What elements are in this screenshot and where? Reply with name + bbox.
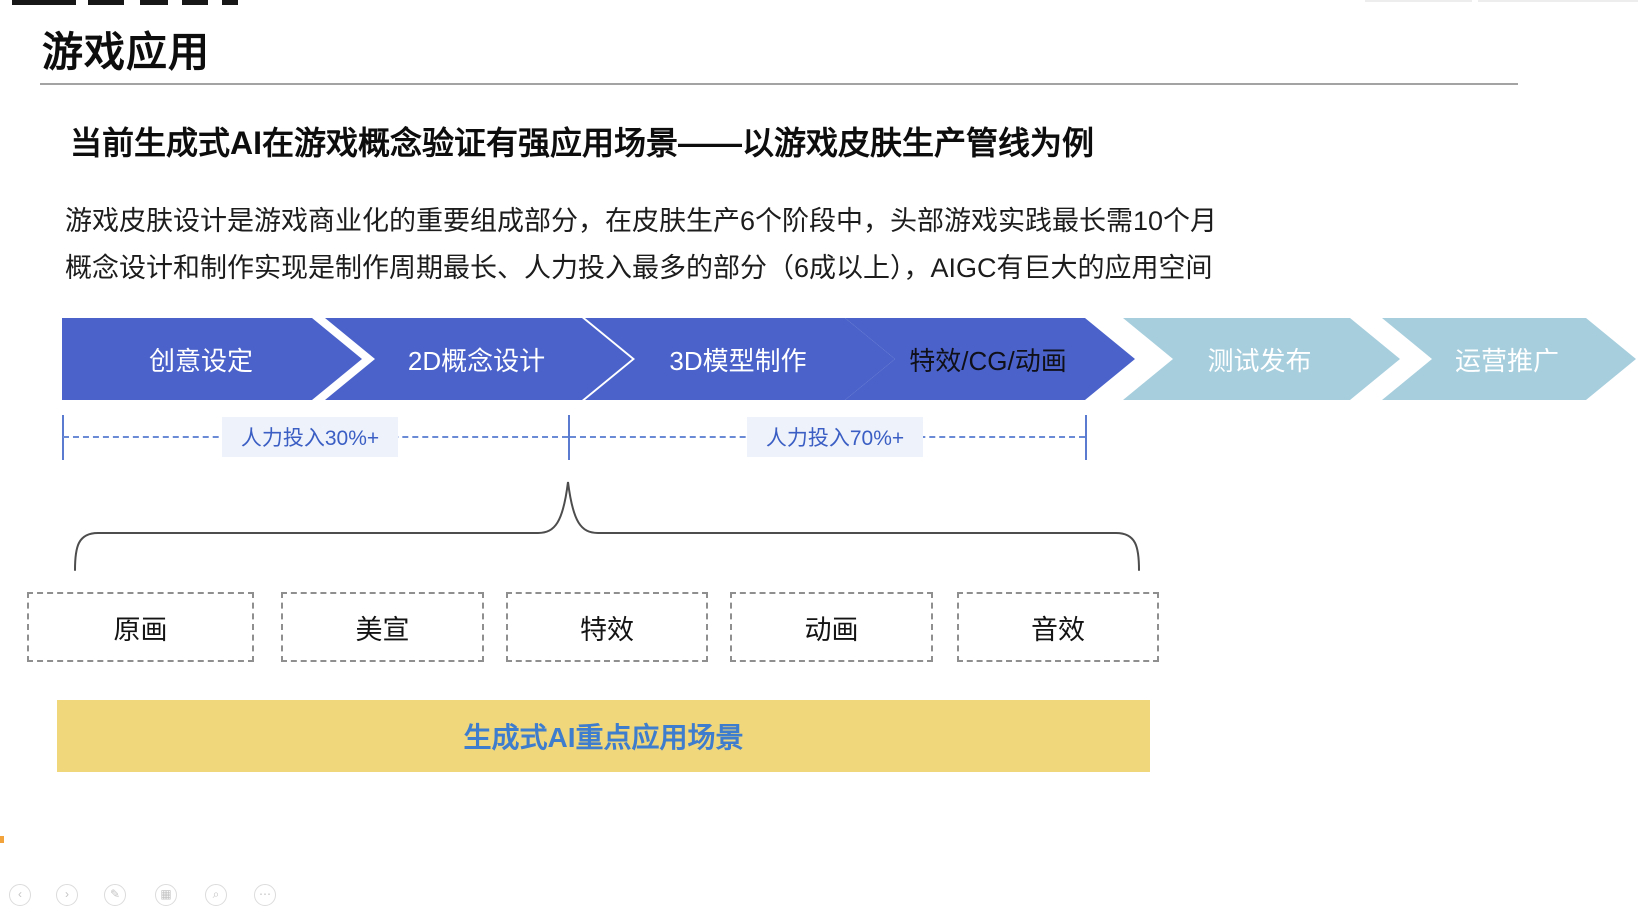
pipeline-stage-test-release: 测试发布: [1123, 318, 1400, 400]
asset-label: 音效: [1031, 614, 1085, 645]
asset-box-marketing-art: 美宣: [281, 592, 484, 662]
stage-label: 2D概念设计: [407, 345, 546, 376]
pipeline-stage-3d-modeling: 3D模型制作: [585, 318, 895, 400]
asset-box-vfx: 特效: [506, 592, 708, 662]
effort-label-70: 人力投入70%+: [747, 417, 923, 457]
stage-label: 3D模型制作: [669, 345, 807, 376]
asset-label: 美宣: [355, 614, 410, 645]
asset-label: 原画: [113, 614, 168, 645]
top-cropped-artifact: [140, 0, 168, 5]
pipeline-stage-creative-setting: 创意设定: [62, 318, 362, 400]
effort-tick-middle: [568, 415, 570, 460]
thumbnails-button[interactable]: ▦: [155, 884, 177, 906]
page-title: 游戏应用: [42, 29, 210, 75]
stage-label: 特效/CG/动画: [909, 345, 1067, 376]
chevron-right-icon: ›: [65, 887, 69, 901]
zoom-button[interactable]: ⌕: [205, 884, 227, 906]
effort-label-30: 人力投入30%+: [222, 417, 398, 457]
highlight-banner: 生成式AI重点应用场景: [57, 700, 1150, 772]
pipeline-stage-2d-concept: 2D概念设计: [325, 318, 632, 400]
annotate-button[interactable]: ✎: [104, 884, 126, 906]
more-options-button[interactable]: ⋯: [254, 884, 276, 906]
top-cropped-artifact: [12, 0, 76, 5]
grid-icon: ▦: [160, 887, 172, 901]
previous-page-button[interactable]: ‹: [9, 884, 31, 906]
ellipsis-icon: ⋯: [259, 887, 271, 901]
asset-box-sound: 音效: [957, 592, 1159, 662]
highlight-banner-label: 生成式AI重点应用场景: [463, 722, 744, 753]
asset-box-concept-art: 原画: [27, 592, 254, 662]
stage-label: 创意设定: [148, 345, 253, 376]
top-cropped-artifact: [88, 0, 124, 5]
asset-label: 动画: [804, 614, 859, 645]
asset-label: 特效: [580, 614, 634, 645]
pipeline-stage-operation-promo: 运营推广: [1382, 318, 1636, 400]
stage-label: 测试发布: [1207, 345, 1312, 376]
chevron-left-icon: ‹: [18, 887, 22, 901]
top-faint-line: [1365, 0, 1472, 2]
pen-icon: ✎: [109, 887, 121, 901]
top-cropped-artifact: [222, 0, 238, 5]
slide-heading: 当前生成式AI在游戏概念验证有强应用场景——以游戏皮肤生产管线为例: [70, 125, 1095, 161]
edge-orange-marker: [0, 836, 4, 843]
top-cropped-artifact: [182, 0, 208, 5]
effort-tick-right: [1085, 415, 1087, 460]
grouping-brace: [74, 481, 1140, 571]
asset-box-animation: 动画: [730, 592, 933, 662]
body-text-line2: 概念设计和制作实现是制作周期最长、人力投入最多的部分（6成以上），AIGC有巨大…: [65, 253, 1213, 283]
top-faint-line: [1478, 0, 1638, 2]
next-page-button[interactable]: ›: [56, 884, 78, 906]
title-divider: [40, 83, 1518, 85]
body-text-line1: 游戏皮肤设计是游戏商业化的重要组成部分，在皮肤生产6个阶段中，头部游戏实践最长需…: [65, 206, 1218, 236]
stage-label: 运营推广: [1454, 345, 1559, 376]
magnifier-icon: ⌕: [212, 887, 220, 901]
